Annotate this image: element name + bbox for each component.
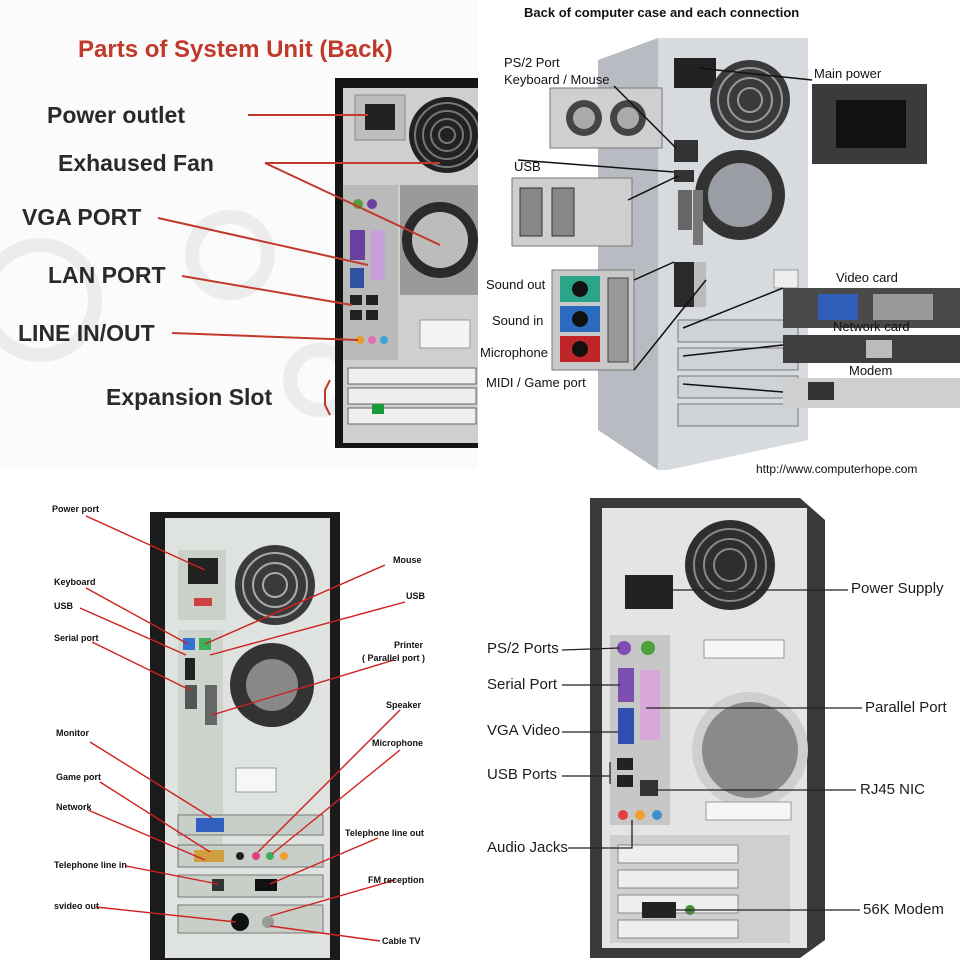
label-usb-right: USB — [406, 591, 426, 601]
label-video-card: Video card — [836, 270, 898, 285]
back-ports-illustration — [79, 512, 406, 960]
label-parallel-port: ( Parallel port ) — [362, 653, 426, 663]
label-telephone-line-out: Telephone line out — [345, 828, 424, 838]
panel1-title: Parts of System Unit (Back) — [78, 36, 393, 63]
label-midi-game-port: MIDI / Game port — [486, 375, 586, 390]
label-sound-out: Sound out — [486, 277, 546, 292]
label-line-in-out: LINE IN/OUT — [18, 320, 155, 346]
panel-back-ports-simple: Power Supply PS/2 Ports Serial Port Para… — [480, 480, 960, 960]
label-serial-port: Serial Port — [487, 676, 558, 693]
label-ps2-ports: PS/2 Ports — [487, 640, 559, 657]
label-printer: Printer — [394, 640, 424, 650]
label-fm-reception: FM reception — [368, 875, 425, 885]
label-main-power: Main power — [814, 66, 882, 81]
credit-url: http://www.computerhope.com — [756, 462, 918, 476]
case-connections-illustration — [511, 38, 960, 470]
label-ps2-port: PS/2 Port — [504, 55, 560, 70]
label-vga-video: VGA Video — [487, 722, 561, 739]
label-speaker: Speaker — [386, 700, 422, 710]
label-vga-port: VGA PORT — [22, 204, 142, 230]
label-56k-modem: 56K Modem — [863, 901, 944, 918]
label-lan-port: LAN PORT — [48, 262, 166, 288]
label-serial-port: Serial port — [54, 633, 99, 643]
label-keyboard: Keyboard — [54, 577, 96, 587]
label-expansion-slot: Expansion Slot — [106, 384, 273, 410]
panel-computer-case-connections: Back of computer case and each connectio… — [478, 0, 960, 480]
label-power-outlet: Power outlet — [47, 102, 186, 128]
label-telephone-line-in: Telephone line in — [54, 860, 127, 870]
panel-back-ports-detailed: Power port Keyboard USB Serial port Moni… — [0, 480, 480, 960]
label-audio-jacks: Audio Jacks — [487, 839, 568, 856]
label-usb-ports: USB Ports — [487, 766, 558, 783]
label-monitor: Monitor — [56, 728, 89, 738]
label-ps2-keyboard-mouse: Keyboard / Mouse — [504, 72, 610, 87]
label-exhaust-fan: Exhaused Fan — [58, 150, 214, 176]
label-svideo-out: svideo out — [54, 901, 100, 911]
label-microphone: Microphone — [372, 738, 423, 748]
label-sound-in: Sound in — [492, 313, 544, 328]
label-microphone: Microphone — [480, 345, 548, 360]
tower-back-illustration — [561, 498, 862, 958]
label-power-port: Power port — [52, 504, 100, 514]
label-mouse: Mouse — [393, 555, 422, 565]
label-usb: USB — [514, 159, 541, 174]
panel2-title: Back of computer case and each connectio… — [524, 5, 800, 20]
label-network-card: Network card — [833, 319, 910, 334]
label-usb-left: USB — [54, 601, 74, 611]
label-cable-tv: Cable TV — [382, 936, 421, 946]
label-parallel-port: Parallel Port — [865, 699, 947, 716]
label-rj45-nic: RJ45 NIC — [860, 781, 926, 798]
label-game-port: Game port — [56, 772, 102, 782]
system-unit-illustration — [0, 78, 480, 448]
label-power-supply: Power Supply — [851, 580, 944, 597]
label-network: Network — [56, 802, 92, 812]
panel-system-unit-back: Parts of System Unit (Back) Power outlet… — [0, 0, 480, 470]
label-modem: Modem — [849, 363, 893, 378]
